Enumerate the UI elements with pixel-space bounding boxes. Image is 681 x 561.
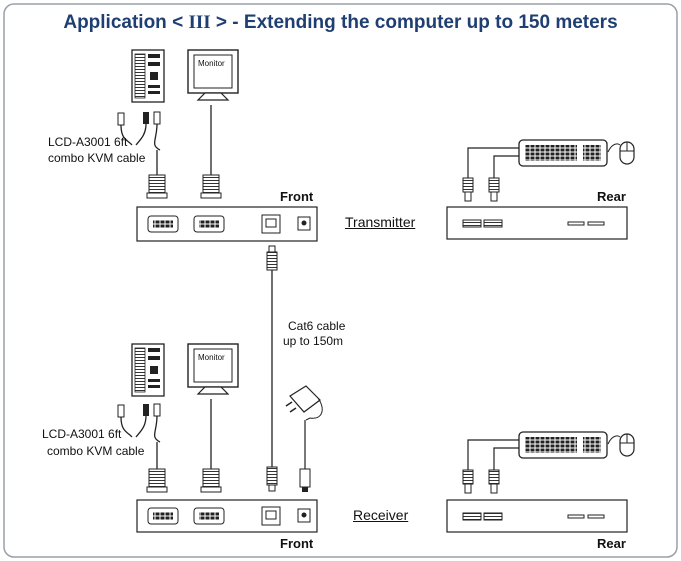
- cable-top-label-line1: LCD-A3001 6ft: [48, 135, 128, 149]
- transmitter-rear-panel: [446, 206, 628, 240]
- page-title: Application < III > - Extending the comp…: [0, 12, 681, 34]
- cable-bottom-label-line2: combo KVM cable: [47, 444, 145, 458]
- cable-top-label-line2: combo KVM cable: [48, 151, 146, 165]
- transmitter-label: Transmitter: [345, 214, 416, 230]
- usb-plug-top-right: [488, 177, 500, 202]
- usb-plug-bottom-right: [488, 469, 500, 494]
- keyboard-top: [518, 139, 608, 167]
- vga-connector-top-right: [200, 174, 222, 199]
- usb-plug-bottom-left: [462, 469, 474, 494]
- ps2-plugs-bottom: [117, 403, 161, 443]
- receiver-rear-panel: [446, 499, 628, 533]
- front-top-label: Front: [280, 189, 314, 204]
- title-roman: III: [188, 12, 211, 33]
- keyboard-bottom: [518, 431, 608, 459]
- rj45-plug-top: [266, 245, 278, 271]
- monitor-bottom-label: Monitor: [198, 353, 225, 362]
- vga-connector-bottom-right: [200, 468, 222, 493]
- computer-tower-bottom: [131, 343, 165, 397]
- outer-frame: [3, 3, 678, 558]
- cable-bottom-label-line1: LCD-A3001 6ft: [42, 427, 122, 441]
- transmitter-front-panel: [136, 206, 318, 242]
- title-suffix: > - Extending the computer up to 150 met…: [210, 12, 618, 33]
- monitor-top-label: Monitor: [198, 59, 225, 68]
- front-bottom-label: Front: [280, 536, 314, 551]
- title-prefix: Application <: [63, 12, 189, 33]
- monitor-top: [187, 49, 239, 101]
- rj45-plug-bottom: [266, 466, 278, 492]
- monitor-bottom: [187, 343, 239, 395]
- mouse-bottom: [607, 433, 635, 457]
- vga-connector-top-left: [146, 174, 168, 199]
- computer-tower-top: [131, 49, 165, 103]
- receiver-label: Receiver: [353, 507, 409, 523]
- cat6-label-line1: Cat6 cable: [288, 319, 346, 333]
- usb-plug-top-left: [462, 177, 474, 202]
- receiver-front-panel: [136, 499, 318, 533]
- rear-bottom-label: Rear: [597, 536, 626, 551]
- mouse-top: [607, 141, 635, 165]
- ps2-plugs-top: [117, 111, 161, 151]
- power-adapter: [285, 385, 323, 492]
- cat6-label-line2: up to 150m: [283, 334, 344, 348]
- vga-connector-bottom-left: [146, 468, 168, 493]
- rear-top-label: Rear: [597, 189, 626, 204]
